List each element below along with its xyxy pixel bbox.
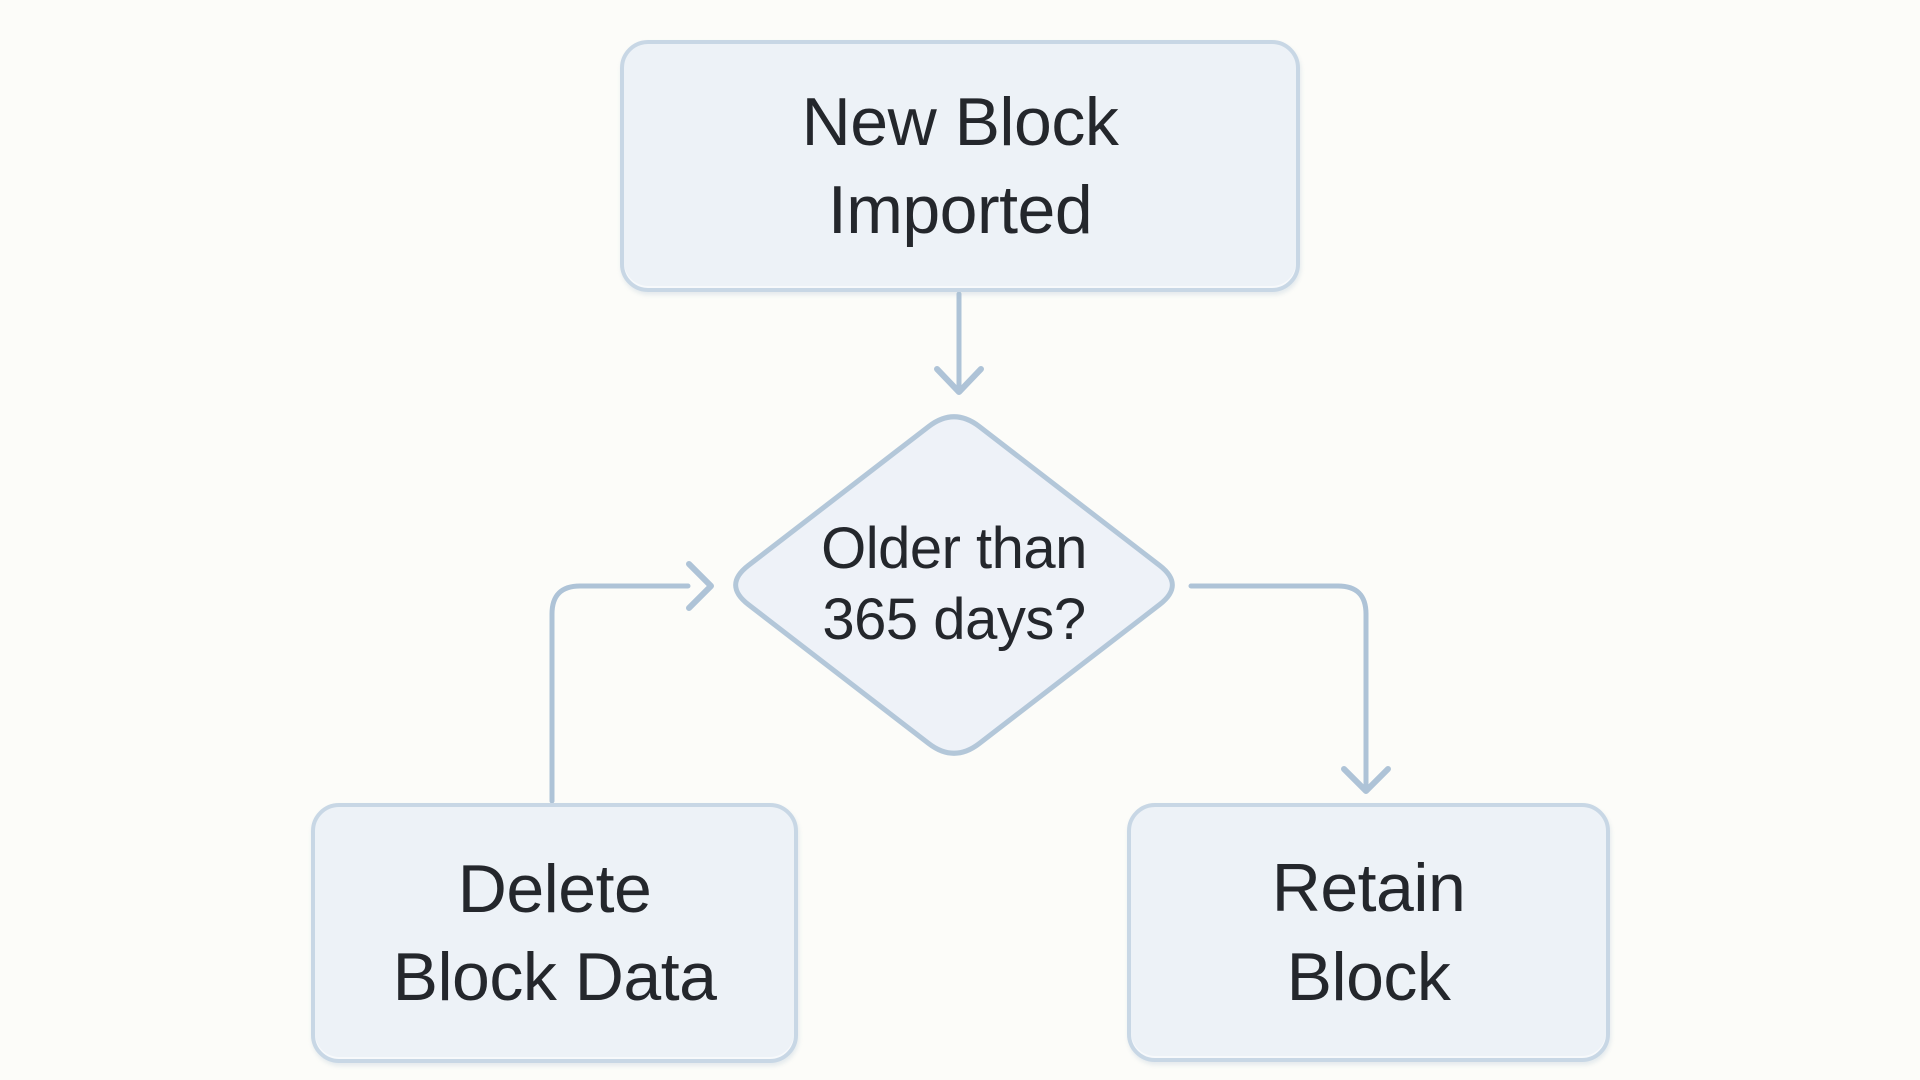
edge-decision-to-retain — [1188, 583, 1369, 789]
node-retain-block: Retain Block — [1127, 803, 1610, 1062]
edge-delete-to-decision — [549, 583, 691, 804]
edge-delete-arrowhead-icon — [686, 561, 714, 611]
decision-diamond-shape — [733, 414, 1175, 756]
edge-retain-arrowhead-icon — [1341, 766, 1391, 794]
node-retain-label-line2: Block — [1286, 938, 1451, 1015]
node-delete-block-data: Delete Block Data — [311, 803, 798, 1063]
node-delete-label-line2: Block Data — [392, 939, 717, 1015]
node-new-block-imported: New Block Imported — [620, 40, 1300, 292]
node-decision-older-than-365-days: Older than 365 days? — [723, 407, 1185, 763]
node-retain-label-line1: Retain — [1271, 850, 1466, 927]
node-delete-label-line1: Delete — [457, 850, 652, 927]
decision-label-line1: Older than — [821, 516, 1087, 582]
decision-label-line2: 365 days? — [822, 587, 1086, 652]
node-new-block-label-line1: New Block — [801, 83, 1119, 160]
edge-new-block-arrowhead-icon — [934, 366, 984, 395]
node-new-block-label-line2: Imported — [827, 172, 1093, 248]
